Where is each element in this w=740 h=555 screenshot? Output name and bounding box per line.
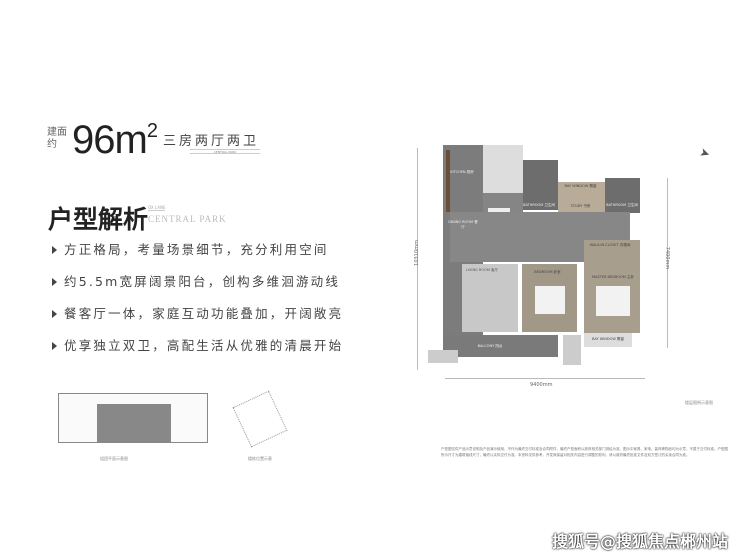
area-value: 96m2 bbox=[72, 118, 158, 163]
feature-bullet: 餐客厅一体，家庭互动功能叠加，开阔敞亮 bbox=[52, 303, 343, 322]
label-bay-2: BAY WINDOW 飘窗 bbox=[592, 337, 624, 341]
label-balcony: BALCONY 阳台 bbox=[477, 344, 503, 348]
label-bay-1: BAY WINDOW 飘窗 bbox=[564, 184, 597, 188]
room-bath-1 bbox=[523, 160, 558, 210]
dim-line-width bbox=[445, 378, 645, 379]
disclaimer: 户型图仅供产品示意说明及产品演示使用，不作为最终交付标准及合同附件，最终户型面积… bbox=[441, 447, 728, 457]
label-dining: DINING ROOM 餐厅 bbox=[448, 220, 478, 229]
area-unit-sup: 2 bbox=[146, 120, 158, 142]
room-balcony bbox=[443, 335, 558, 357]
layout-subtitle: CENTRAL PARK bbox=[190, 149, 260, 154]
dim-line-height bbox=[417, 148, 418, 370]
label-bath-2: BATHROOM 卫生间 bbox=[606, 203, 638, 207]
room-bath-2 bbox=[605, 178, 640, 213]
building-caption: 组团平面示意图 bbox=[100, 456, 128, 461]
ac-platform-2 bbox=[563, 335, 581, 365]
layout-type: 三房两厅两卫 bbox=[163, 134, 260, 149]
ac-platform bbox=[428, 350, 458, 363]
label-bath-1: BATHROOM 卫生间 bbox=[523, 203, 555, 207]
feature-bullet: 方正格局，考量场景细节，充分利用空间 bbox=[52, 239, 329, 258]
room-kitchen bbox=[483, 145, 523, 193]
label-living: LIVING ROOM 客厅 bbox=[466, 268, 498, 272]
wood-panel bbox=[446, 150, 450, 212]
label-master: MASTER BEDROOM 主卧 bbox=[592, 275, 634, 279]
feature-bullet: 优享独立双卫，高配生活从优雅的清晨开始 bbox=[52, 335, 343, 354]
dim-line-right bbox=[667, 178, 668, 348]
label-kitchen: KITCHEN 厨房 bbox=[450, 170, 474, 174]
analysis-en-large: CENTRAL PARK bbox=[148, 214, 227, 224]
dim-width: 9400mm bbox=[530, 382, 553, 388]
room-study bbox=[558, 182, 605, 212]
north-arrow-icon: ➤ bbox=[697, 144, 713, 162]
site-caption: 楼栋位置示意 bbox=[248, 456, 272, 461]
analysis-title: 户型解析 bbox=[48, 205, 149, 234]
bed-2 bbox=[596, 286, 630, 316]
dim-height: 10310mm bbox=[413, 240, 420, 266]
room-bay-2 bbox=[584, 333, 632, 347]
feature-bullet: 约5.5m宽屏阔景阳台，创构多维洄游动线 bbox=[52, 271, 340, 290]
area-number: 96m bbox=[72, 118, 148, 162]
analysis-en-small: OX LANE bbox=[148, 205, 166, 211]
dim-right: 7400mm bbox=[664, 246, 671, 270]
watermark: 搜狐号@搜狐焦点郴州站 bbox=[551, 532, 728, 551]
building-thumbnail bbox=[58, 393, 208, 443]
bed-1 bbox=[535, 286, 565, 314]
floorplan-caption: 楼层图例示意图 bbox=[685, 400, 713, 405]
label-bedroom: BEDROOM 卧室 bbox=[534, 270, 561, 274]
label-closet: WALK-IN CLOSET 衣帽间 bbox=[589, 243, 631, 247]
room-living-rug bbox=[462, 264, 518, 332]
highlighted-unit bbox=[97, 404, 171, 442]
label-study: STUDY 书房 bbox=[570, 204, 591, 208]
area-label: 建面约 bbox=[47, 127, 67, 150]
